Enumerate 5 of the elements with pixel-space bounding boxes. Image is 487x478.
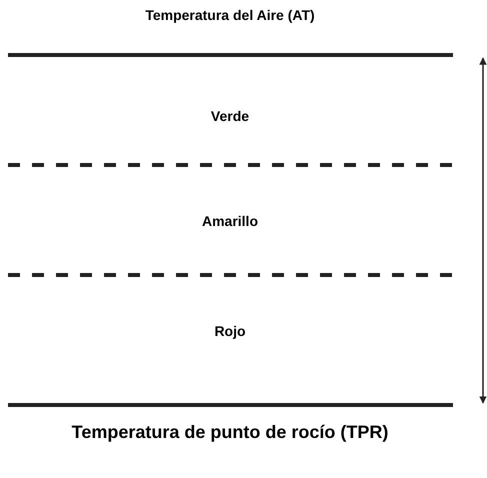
axis-label: Temperatura del Aire (AT) bbox=[144, 7, 316, 24]
zone-label: Rojo bbox=[213, 323, 247, 340]
zone-label: Verde bbox=[210, 108, 250, 125]
axis-label: Temperatura de punto de rocío (TPR) bbox=[70, 422, 390, 444]
zone-label: Amarillo bbox=[200, 213, 259, 230]
